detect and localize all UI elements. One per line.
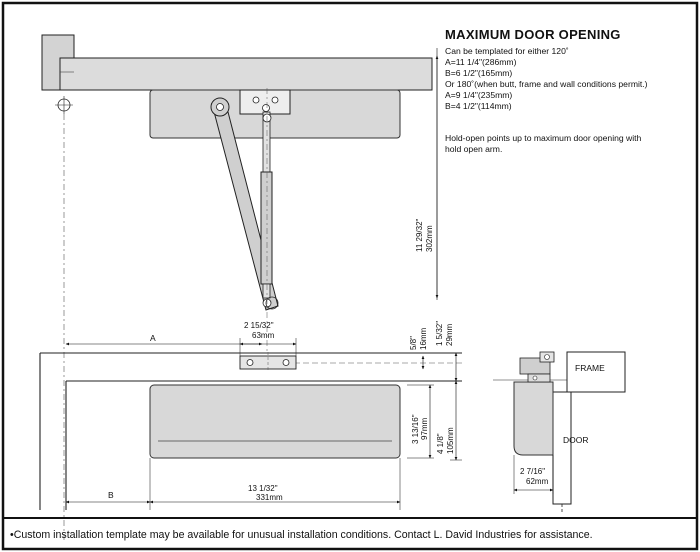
closer-length-mm-label: 331mm bbox=[256, 493, 283, 502]
door-label: DOOR bbox=[563, 435, 589, 445]
arm-length-mm-label: 302mm bbox=[425, 225, 434, 252]
arm-length-in-label: 11 29/32" bbox=[415, 218, 424, 252]
closer-depth-mm-label: 105mm bbox=[446, 427, 455, 454]
frame-header bbox=[59, 57, 433, 91]
shoe-width-in-label: 2 15/32" bbox=[244, 321, 274, 330]
frame-offset-in-label: 1 5/32" bbox=[435, 321, 444, 346]
bracket-screw bbox=[262, 104, 270, 112]
forearm-tube bbox=[260, 171, 273, 285]
shoe-screw bbox=[282, 359, 290, 366]
dimension-a-label: A bbox=[150, 333, 156, 343]
hold-open-line-2: hold open arm. bbox=[445, 144, 502, 154]
side-door-slab bbox=[552, 391, 572, 505]
heading-line-6: B=4 1/2"(114mm) bbox=[445, 101, 512, 111]
closer-height-in-label: 3 13/16" bbox=[411, 414, 420, 444]
side-arm-bracket bbox=[519, 351, 555, 383]
side-depth-mm-label: 62mm bbox=[526, 477, 549, 486]
heading-title: MAXIMUM DOOR OPENING bbox=[445, 27, 621, 42]
bracket-screw bbox=[271, 96, 279, 104]
shoe-screw bbox=[246, 359, 254, 366]
arm-pivot-pin bbox=[216, 103, 224, 111]
hold-open-line-1: Hold-open points up to maximum door open… bbox=[445, 133, 642, 143]
closer-height-mm-label: 97mm bbox=[420, 417, 429, 440]
forearm-rod-lower bbox=[262, 283, 271, 299]
frame-offset-mm-label: 29mm bbox=[445, 323, 454, 346]
heading-line-2: A=11 1/4"(286mm) bbox=[445, 57, 517, 67]
dimension-b-label: B bbox=[108, 490, 114, 500]
heading-line-4: Or 180˚(when butt, frame and wall condit… bbox=[445, 79, 648, 89]
side-frame-block bbox=[566, 351, 626, 393]
frame-label: FRAME bbox=[575, 363, 605, 373]
closer-body-side-view bbox=[513, 381, 554, 456]
hinge-pivot-symbol bbox=[55, 96, 73, 114]
shoe-width-mm-label: 63mm bbox=[252, 331, 275, 340]
shoe-height-mm-label: 16mm bbox=[419, 327, 428, 350]
side-depth-in-label: 2 7/16" bbox=[520, 467, 545, 476]
shoe-height-in-label: 5/8" bbox=[409, 336, 418, 350]
heading-line-1: Can be templated for either 120˚ bbox=[445, 46, 569, 56]
closer-depth-in-label: 4 1/8" bbox=[436, 433, 445, 454]
closer-body-front-view bbox=[149, 384, 401, 459]
bracket-screw bbox=[252, 96, 260, 104]
footnote-text: •Custom installation template may be ava… bbox=[10, 529, 593, 541]
closer-length-in-label: 13 1/32" bbox=[248, 484, 278, 493]
heading-line-5: A=9 1/4"(235mm) bbox=[445, 90, 512, 100]
heading-line-3: B=6 1/2"(165mm) bbox=[445, 68, 512, 78]
elbow-joint bbox=[265, 296, 279, 310]
